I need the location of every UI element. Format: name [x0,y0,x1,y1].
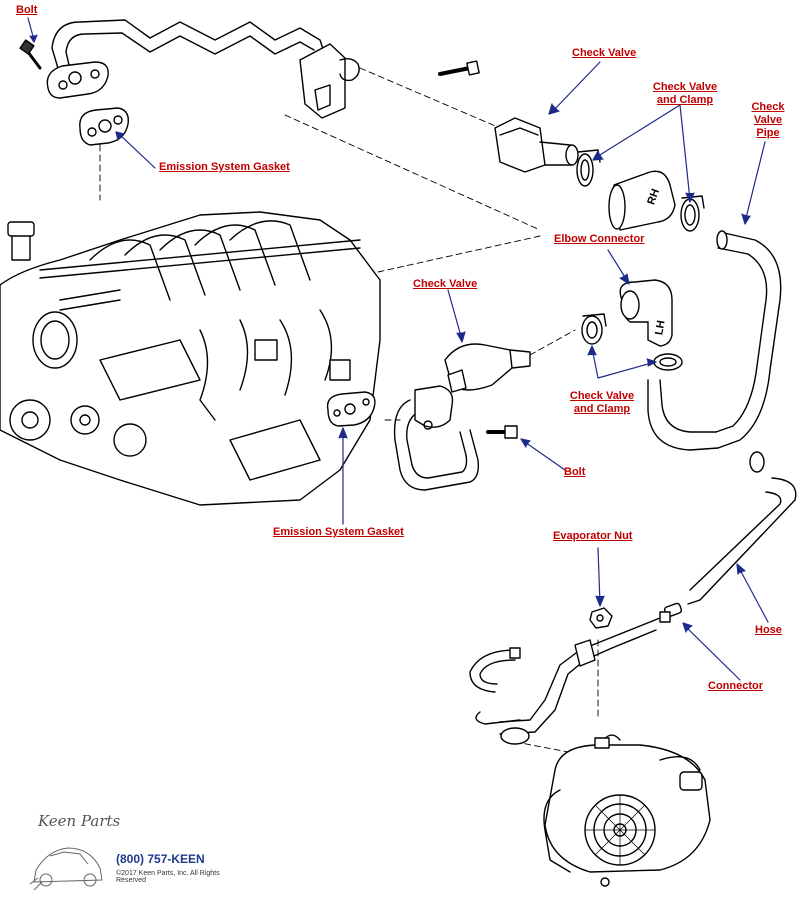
label-bolt-mid: Bolt [564,466,586,478]
clamp-mid-1 [581,313,607,345]
label-elbow-connector: Elbow Connector [554,233,645,245]
lower-pipe [499,617,661,735]
lh-mark: LH [653,319,667,336]
clamp-top-2 [680,195,705,232]
label-hose: Hose [755,624,782,636]
label-cv-pipe-line3: Pipe [756,127,780,139]
label-evaporator-nut: Evaporator Nut [553,530,633,542]
hook-bracket [469,647,521,693]
rh-mark: RH [645,187,662,206]
label-cv-clamp-top: Check Valve and Clamp [645,81,725,107]
label-cv-clamp-mid: Check Valve and Clamp [562,390,642,416]
mid-u-pipe [393,385,480,491]
bolt-top-shape [19,39,42,70]
evaporator-nut-shape [589,607,613,629]
connector-shape [659,602,683,623]
clamp-hose [749,451,765,473]
gasket-top-shape [79,107,129,146]
label-cv-pipe-line1: Check [751,101,785,113]
label-cv-pipe-line2: Valve [753,114,783,126]
bolt-near-bracket [438,60,480,76]
label-gasket-bottom: Emission System Gasket [273,526,404,538]
brand-phone[interactable]: (800) 757-KEEN [116,852,205,866]
car-logo-icon [29,847,103,890]
top-bracket [299,43,360,119]
check-valve-mid-shape [444,343,531,393]
elbow-connector-shape: LH [619,279,673,347]
label-cv-clamp-mid-line2: and Clamp [573,403,631,415]
label-check-valve-top: Check Valve [572,47,637,59]
brand-block: Keen Parts (800) 757-KEEN ©2017 Keen Par… [28,812,228,892]
label-check-valve-mid: Check Valve [413,278,478,290]
clamp-bottom [475,711,530,745]
label-connector: Connector [708,680,763,692]
label-gasket-top: Emission System Gasket [159,161,290,173]
air-pump [543,734,711,887]
clamp-mid-2 [653,353,683,371]
label-cv-clamp-mid-line1: Check Valve [569,390,635,402]
label-bolt-top: Bolt [16,4,38,16]
alignment-lines [99,67,611,761]
engine-block [0,211,381,506]
label-cv-clamp-top-line2: and Clamp [656,94,714,106]
label-cv-clamp-top-line1: Check Valve [652,81,718,93]
brand-logo-text: Keen Parts [38,812,121,830]
clamp-top-1 [576,149,601,187]
rh-valve-body: RH [608,170,676,231]
hose-shape [687,477,797,605]
check-valve-pipe [647,230,782,451]
leader-lines [27,17,769,681]
gasket-bottom-shape [326,391,376,427]
check-valve-top-shape [494,117,579,173]
top-air-pipe [46,19,326,99]
label-cv-pipe: Check Valve Pipe [745,101,791,140]
brand-copyright: ©2017 Keen Parts, Inc. All Rights Reserv… [116,870,220,884]
bolt-mid-shape [486,425,518,439]
